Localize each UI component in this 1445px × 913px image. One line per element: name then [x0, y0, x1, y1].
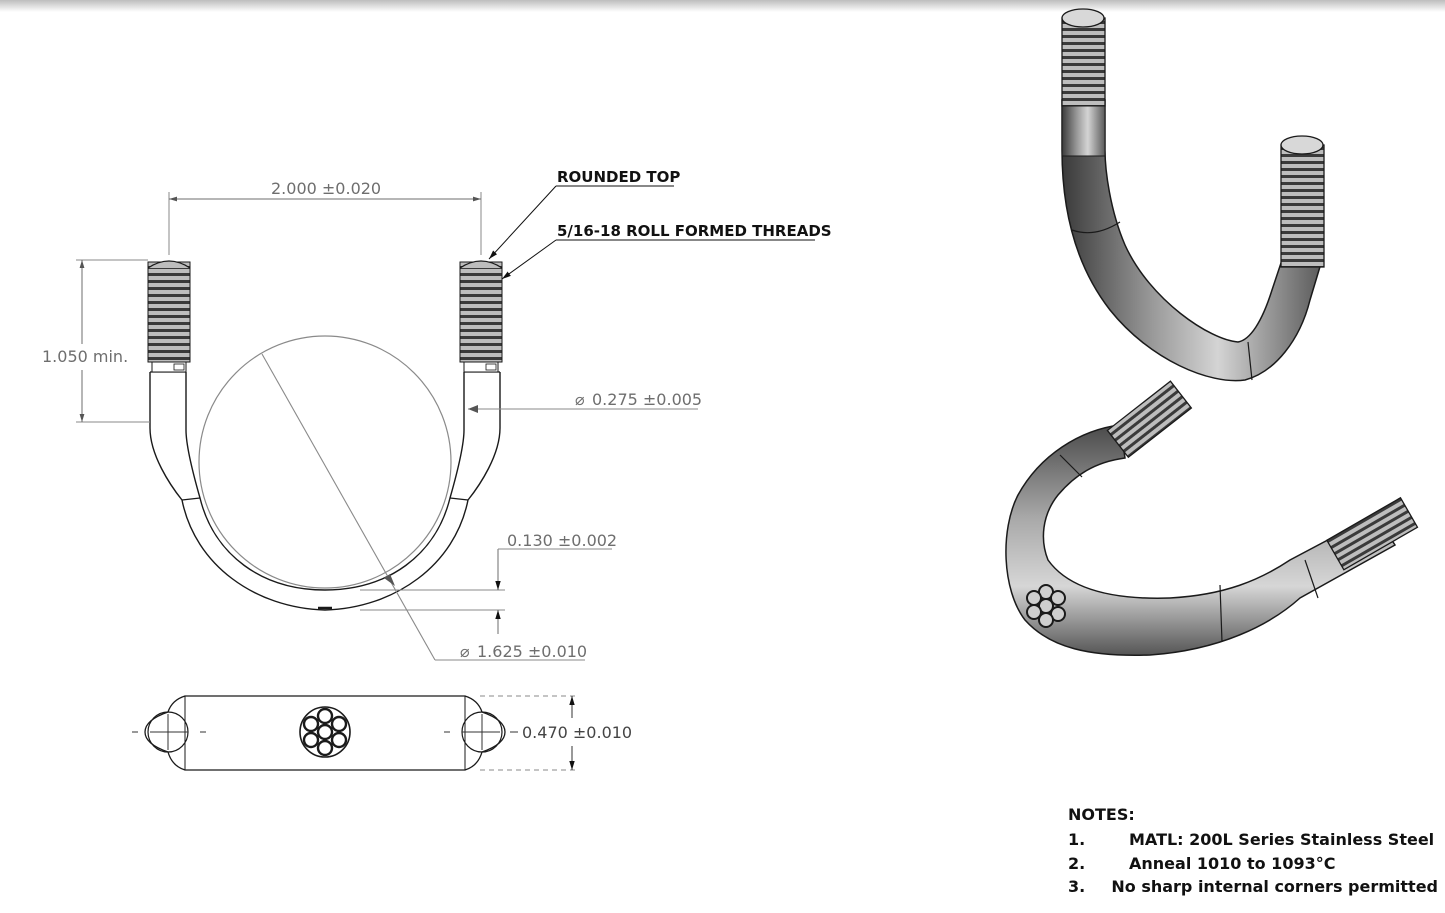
reference-circle [198, 335, 452, 589]
right-thread [459, 260, 503, 373]
dimension-lines [76, 192, 698, 634]
note-text: No sharp internal corners permitted [1111, 877, 1438, 897]
note-item: 3. No sharp internal corners permitted [1068, 875, 1438, 899]
left-thread [147, 260, 191, 373]
diameter-symbol-icon: ⌀ [575, 390, 585, 409]
cluster-logo-icon [299, 706, 351, 758]
note-number: 1. [1068, 830, 1086, 850]
diameter-symbol-icon: ⌀ [460, 642, 470, 661]
dim-offset: 0.130 ±0.002 [507, 531, 617, 550]
callouts [488, 185, 815, 280]
front-view [147, 260, 585, 661]
notes-block: NOTES: 1. MATL: 200L Series Stainless St… [1068, 805, 1438, 899]
callout-threads: 5/16-18 ROLL FORMED THREADS [557, 222, 832, 240]
note-number: 3. [1068, 877, 1086, 897]
notes-title: NOTES: [1068, 805, 1135, 824]
cluster-logo-icon [1026, 584, 1066, 628]
note-number: 2. [1068, 853, 1086, 873]
top-view [132, 695, 578, 771]
dim-width: 2.000 ±0.020 [271, 179, 381, 198]
note-text: Anneal 1010 to 1093°C [1129, 853, 1336, 873]
dim-inner-diameter: 1.625 ±0.010 [477, 642, 587, 661]
dim-rod-diameter: 0.275 ±0.005 [592, 390, 702, 409]
note-item: 2. Anneal 1010 to 1093°C [1068, 852, 1438, 876]
note-item: 1. MATL: 200L Series Stainless Steel [1068, 828, 1438, 852]
callout-rounded-top: ROUNDED TOP [557, 168, 680, 186]
dim-thread-length: 1.050 min. [42, 347, 128, 366]
dim-height: 0.470 ±0.010 [522, 723, 632, 742]
iso-view-upright [1061, 8, 1325, 382]
note-text: MATL: 200L Series Stainless Steel [1129, 830, 1435, 850]
u-bolt-bend-outline [149, 372, 501, 611]
u-bolt-bend-inner [185, 372, 465, 591]
iso-view-lying [1005, 380, 1419, 657]
